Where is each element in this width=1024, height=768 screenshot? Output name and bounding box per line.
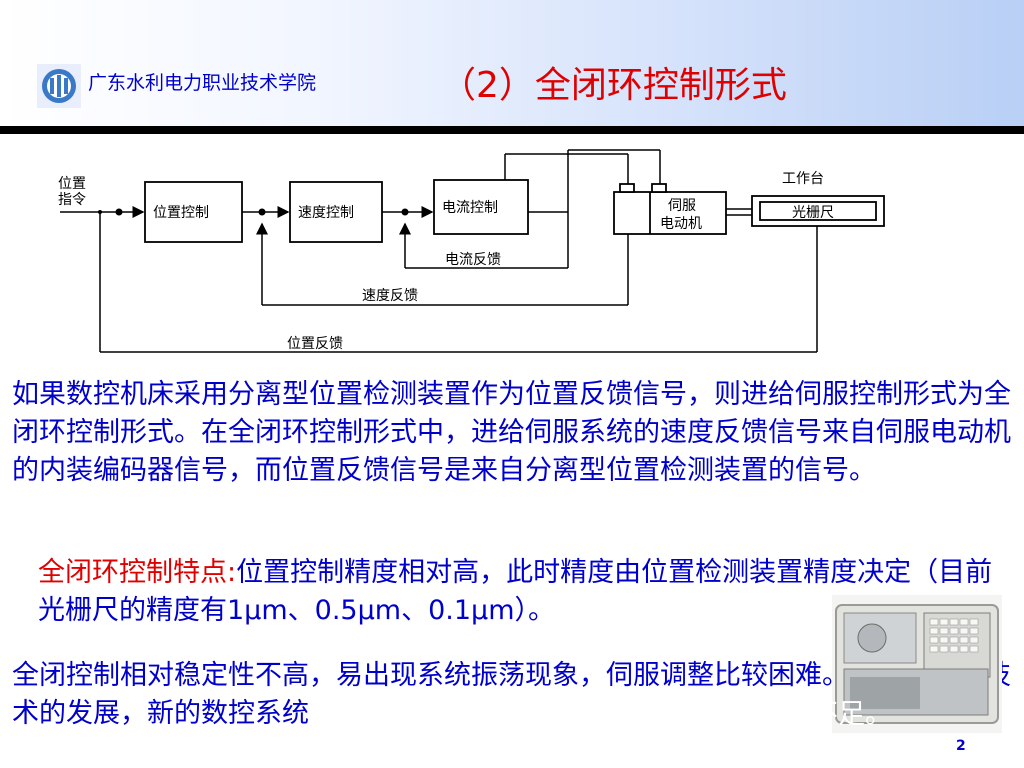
feature-text: 位置控制精度相对高，此时精度由位置检测装置精度决定（目前光栅尺的精度有1μm、0… xyxy=(38,557,993,626)
speed-control-block xyxy=(289,181,383,243)
speed-control-label: 速度控制 xyxy=(298,205,354,221)
page-number: 2 xyxy=(956,738,966,754)
speed-feedback-label: 速度反馈 xyxy=(362,288,418,304)
current-feedback-label: 电流反馈 xyxy=(445,252,501,268)
school-name: 广东水利电力职业技术学院 xyxy=(88,72,317,94)
closed-loop-block-diagram: 位置 指令 位置控制 速度控制 电流控制 伺服 电动机 工作台 光栅尺 电流反馈… xyxy=(58,149,885,353)
motor-label-line1: 伺服 xyxy=(668,198,696,214)
header-band xyxy=(0,0,1024,126)
school-logo-icon xyxy=(37,64,81,108)
paragraph-definition: 如果数控机床采用分离型位置检测装置作为位置反馈信号，则进给伺服控制形式为全闭环控… xyxy=(12,379,1011,486)
motor-label-line2: 电动机 xyxy=(660,216,702,232)
overlay-text: 上面的不足。 xyxy=(730,699,892,730)
position-feedback-label: 位置反馈 xyxy=(287,336,343,352)
current-control-label: 电流控制 xyxy=(442,200,498,216)
cnc-machine-image xyxy=(832,595,1002,733)
input-label-line1: 位置 xyxy=(58,176,86,192)
grating-label: 光栅尺 xyxy=(792,205,834,221)
feature-label: 全闭环控制特点: xyxy=(38,557,237,588)
worktable-label: 工作台 xyxy=(782,171,824,187)
grating-scale-block xyxy=(759,201,877,221)
paragraph-features: 全闭环控制特点:位置控制精度相对高，此时精度由位置检测装置精度决定（目前光栅尺的… xyxy=(38,554,1013,630)
slide-title: （2）全闭环控制形式 xyxy=(440,65,787,106)
header-divider xyxy=(0,126,1024,134)
input-label-line2: 指令 xyxy=(58,192,86,208)
position-control-label: 位置控制 xyxy=(153,205,209,221)
current-control-block xyxy=(433,179,529,235)
position-control-block xyxy=(144,181,243,243)
servo-motor-block xyxy=(613,191,727,235)
